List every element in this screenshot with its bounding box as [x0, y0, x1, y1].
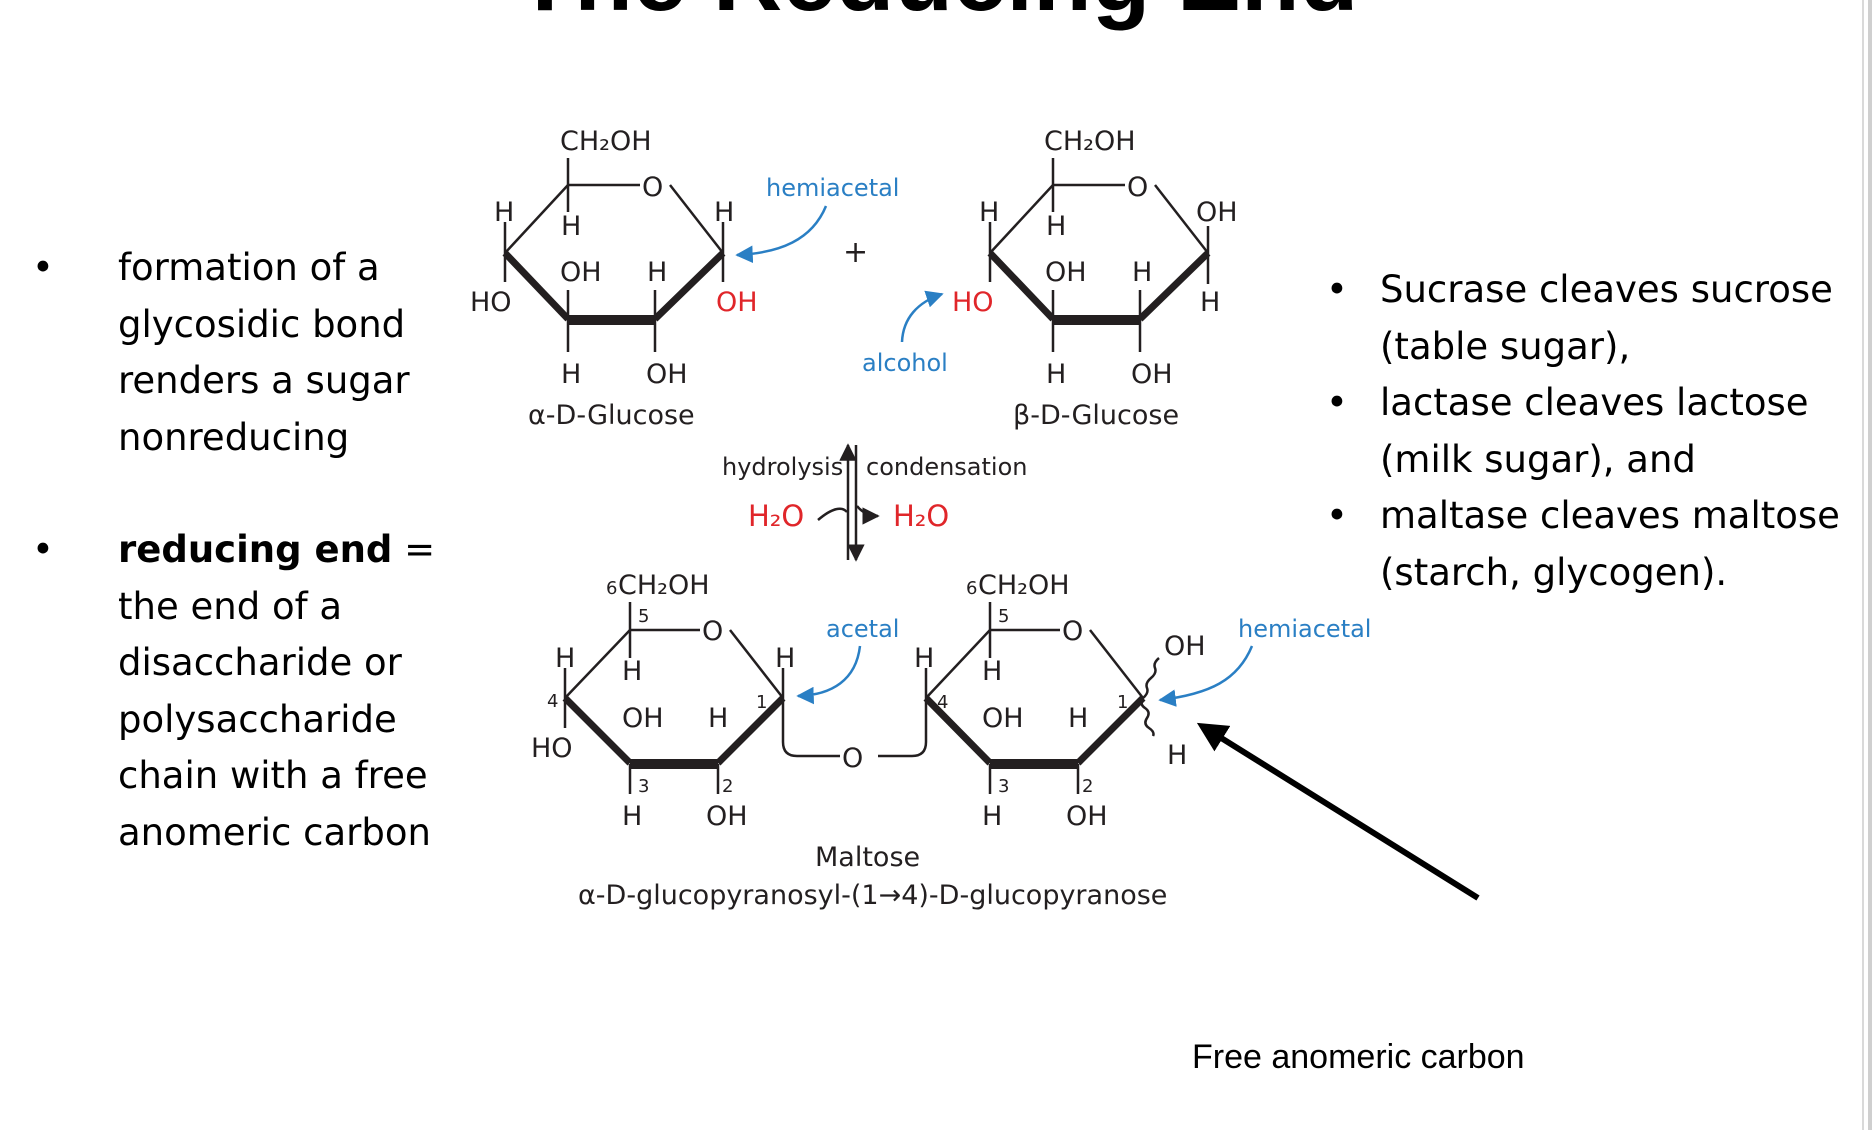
maltose-ring1-num5: 5: [638, 606, 649, 627]
maltose-ring2-h-c5: H: [982, 656, 1002, 687]
alpha-ring-oxygen: O: [642, 172, 663, 203]
right-bullet-list: Sucrase cleaves sucrose (table sugar), l…: [1326, 262, 1860, 601]
maltose-ring1-h-c5: H: [622, 656, 642, 687]
beta-glucose-structure: [987, 158, 1211, 352]
condensation-label: condensation: [866, 453, 1027, 481]
maltose-ring1-num3: 3: [638, 776, 649, 797]
maltose-ring2-c3-oh: OH: [982, 703, 1024, 734]
left-bullet-glycosidic: formation of a glycosidic bond renders a…: [32, 240, 448, 466]
maltose-ring2-c2-oh: OH: [1066, 801, 1108, 832]
maltose-anomeric-h: H: [1167, 740, 1187, 771]
maltose-ring1-oxygen: O: [702, 616, 723, 647]
hemiacetal-label-maltose: hemiacetal: [1238, 615, 1371, 643]
right-bullet-lactase: lactase cleaves lactose (milk sugar), an…: [1326, 375, 1860, 488]
left-bullet-reducing-end: reducing end = the end of a disaccharide…: [32, 522, 448, 861]
right-bullet-sucrase: Sucrase cleaves sucrose (table sugar),: [1326, 262, 1860, 375]
beta-c3-oh: OH: [1045, 257, 1087, 288]
maltose-ring2-num2: 2: [1082, 776, 1093, 797]
acetal-arrow: [796, 645, 862, 705]
maltose-ring2-num1: 1: [1117, 692, 1128, 713]
free-anomeric-pointer-arrow: [1196, 722, 1480, 901]
maltose-ring2-num3: 3: [998, 776, 1009, 797]
alpha-ch2oh: CH₂OH: [560, 126, 652, 157]
beta-h-c4: H: [979, 197, 999, 228]
maltose-ring2-c6: 6: [966, 578, 977, 599]
window-scrollbar-edge: [1868, 0, 1872, 1130]
maltose-structure: [562, 602, 1160, 794]
beta-c4-ho: HO: [952, 287, 994, 318]
maltose-ring1-c6: 6: [606, 578, 617, 599]
beta-glucose-name: β-D-Glucose: [1013, 400, 1179, 431]
maltose-ring2-oxygen: O: [1062, 616, 1083, 647]
hydrolysis-label: hydrolysis: [722, 453, 843, 481]
maltose-ring1-ch2oh: CH₂OH: [618, 570, 710, 601]
hemiacetal-arrow-maltose: [1158, 645, 1254, 707]
beta-c2-oh: OH: [1131, 359, 1173, 390]
maltose-ring1-h-c4: H: [555, 643, 575, 674]
beta-c2-h: H: [1132, 257, 1152, 288]
maltose-ring1-num2: 2: [722, 776, 733, 797]
beta-anomeric-h: H: [1200, 287, 1220, 318]
free-anomeric-caption: Free anomeric carbon: [1192, 1038, 1525, 1076]
alpha-c2-oh: OH: [646, 359, 688, 390]
maltose-ring2-c3-h: H: [982, 801, 1002, 832]
left-bullet-list: formation of a glycosidic bond renders a…: [32, 240, 448, 861]
beta-c3-h: H: [1046, 359, 1066, 390]
slide-title: The Reducing End: [0, 0, 1874, 26]
maltose-ring1-c2-h: H: [708, 703, 728, 734]
maltose-ring2-num5: 5: [998, 606, 1009, 627]
maltose-anomeric-oh: OH: [1164, 631, 1206, 662]
alpha-c3-oh: OH: [560, 257, 602, 288]
alpha-glucose-name: α-D-Glucose: [528, 400, 695, 431]
maltose-name: Maltose: [815, 842, 920, 873]
water-left: H₂O: [748, 499, 804, 533]
alpha-c4-ho: HO: [470, 287, 512, 318]
acetal-label: acetal: [826, 615, 899, 643]
alpha-c3-h: H: [561, 359, 581, 390]
maltose-ring1-h-c1: H: [775, 643, 795, 674]
reducing-end-term: reducing end: [118, 528, 393, 571]
beta-anomeric-oh: OH: [1196, 197, 1238, 228]
plus-sign: +: [843, 235, 868, 270]
maltose-ring2-c2-h: H: [1068, 703, 1088, 734]
water-right: H₂O: [893, 499, 949, 533]
maltose-ring2-ch2oh: CH₂OH: [978, 570, 1070, 601]
slide-edge-divider: [1862, 0, 1864, 1130]
alpha-anomeric-oh: OH: [716, 287, 758, 318]
alpha-c2-h: H: [647, 257, 667, 288]
alpha-h-c1: H: [714, 197, 734, 228]
maltose-bridge-oxygen: O: [842, 743, 863, 774]
maltose-ring2-num4: 4: [937, 692, 948, 713]
maltose-ring1-ho: HO: [531, 733, 573, 764]
maltose-ring2-h-c4: H: [914, 643, 934, 674]
equilibrium-arrows: [817, 443, 880, 562]
alcohol-arrow: [900, 290, 944, 343]
maltose-systematic-name: α-D-glucopyranosyl-(1→4)-D-glucopyranose: [578, 880, 1167, 911]
maltose-ring1-c3-h: H: [622, 801, 642, 832]
alcohol-label: alcohol: [862, 349, 948, 377]
alpha-h-c5: H: [561, 211, 581, 242]
hemiacetal-label-top: hemiacetal: [766, 174, 899, 202]
maltose-ring1-num4: 4: [547, 691, 558, 712]
alpha-glucose-structure: [502, 158, 726, 352]
beta-ch2oh: CH₂OH: [1044, 126, 1136, 157]
hemiacetal-arrow-top: [735, 205, 828, 264]
beta-ring-oxygen: O: [1127, 172, 1148, 203]
alpha-h-c4: H: [494, 197, 514, 228]
maltose-ring1-c3-oh: OH: [622, 703, 664, 734]
beta-h-c5: H: [1046, 211, 1066, 242]
maltose-ring1-num1: 1: [756, 692, 767, 713]
maltose-ring1-c2-oh: OH: [706, 801, 748, 832]
right-bullet-maltase: maltase cleaves maltose (starch, glycoge…: [1326, 488, 1860, 601]
